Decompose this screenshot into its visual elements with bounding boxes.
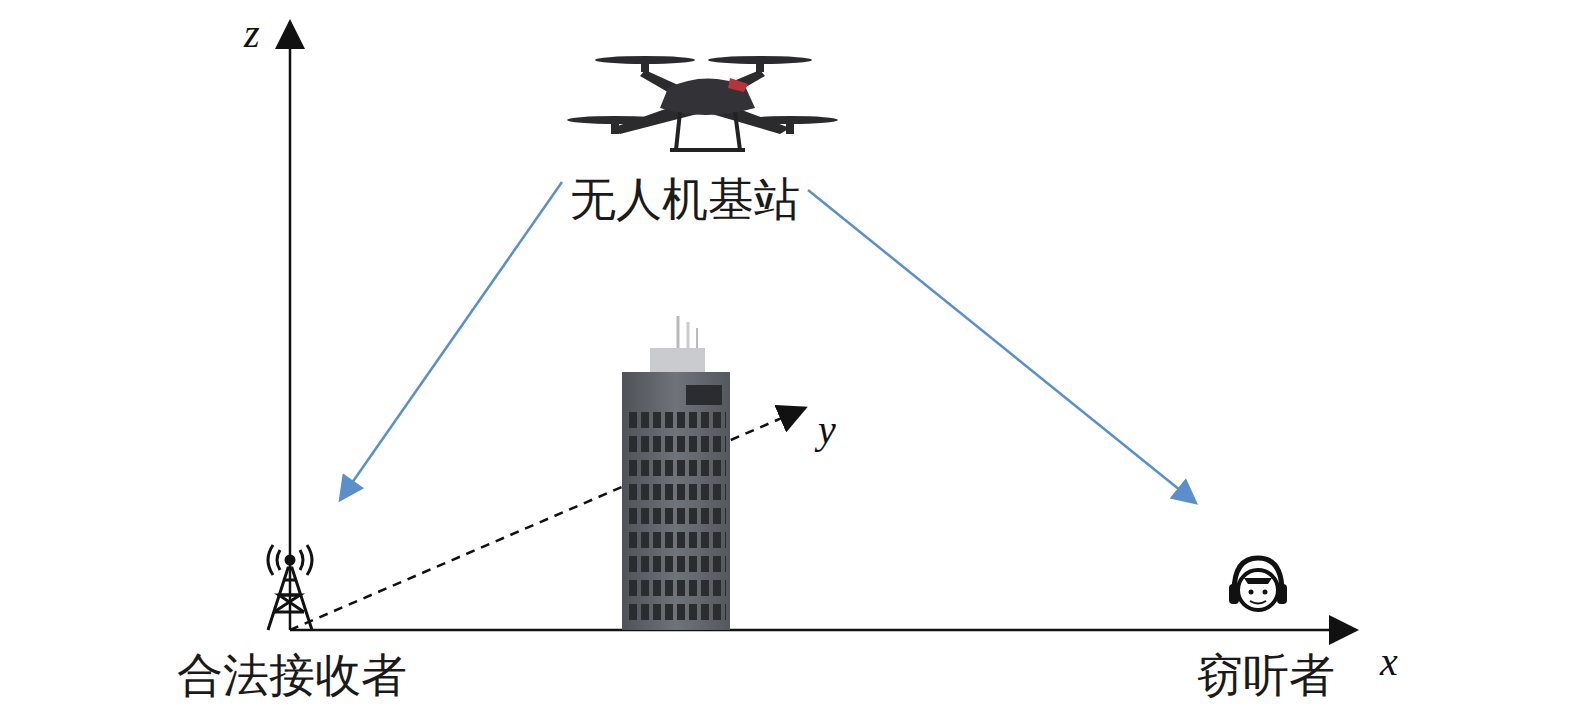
signal-arrow (808, 190, 1196, 503)
node-label: 合法接收者 (177, 650, 407, 701)
node-label: 窃听者 (1197, 650, 1335, 701)
x-axis (290, 629, 1356, 632)
tower-icon (268, 545, 312, 630)
axis-label: z (244, 14, 260, 54)
axis-label: x (1380, 642, 1398, 682)
eavesdropper-icon (1229, 558, 1287, 610)
node-label: 无人机基站 (570, 174, 800, 225)
label-box: 合法接收者 (157, 500, 427, 705)
axis-label: y (818, 410, 836, 450)
label-box: 无人机基站 (562, 172, 808, 231)
z-axis (289, 22, 292, 630)
drone-icon (567, 56, 838, 150)
signal-arrow (340, 182, 562, 500)
label-box: 窃听者 (1181, 503, 1351, 705)
building (622, 316, 730, 630)
